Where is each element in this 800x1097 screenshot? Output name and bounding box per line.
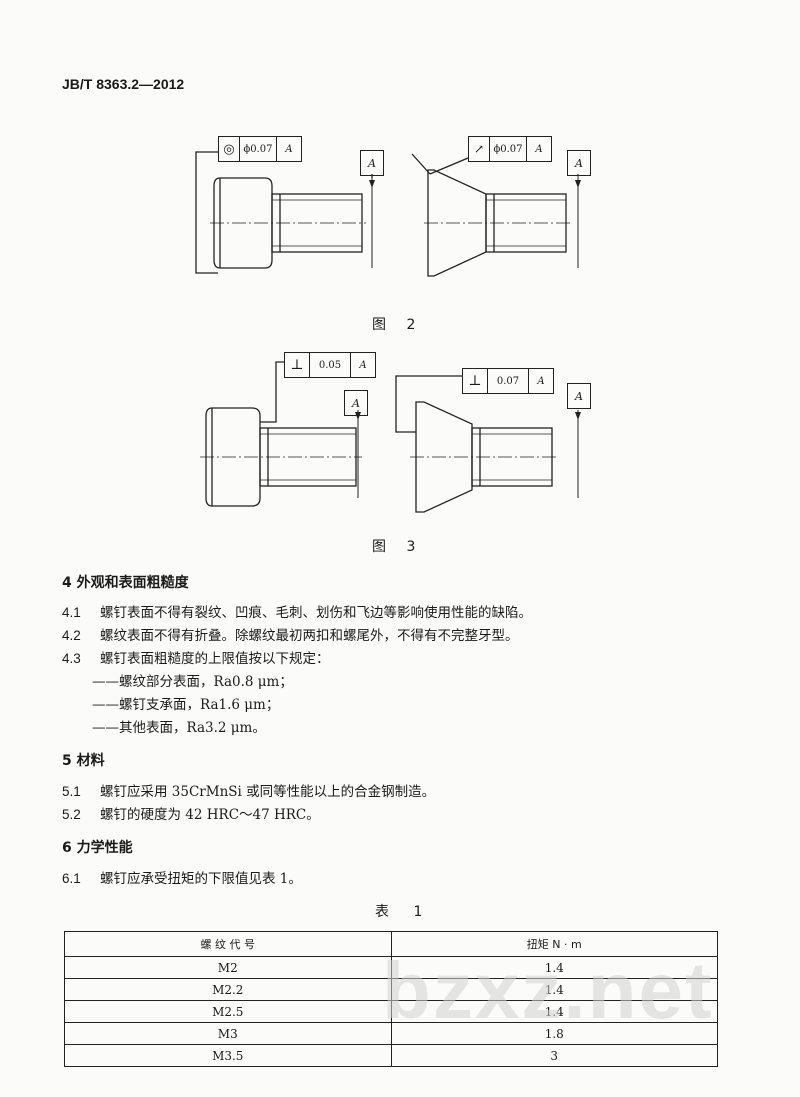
fig3-right-control-frame: ⊥ 0.07 A — [462, 368, 554, 394]
table-cell: 3 — [390, 1044, 718, 1067]
clause-text: 螺钉表面不得有裂纹、凹痕、毛刺、划伤和飞边等影响使用性能的缺陷。 — [100, 605, 532, 621]
table-header-row: 螺 纹 代 号 扭矩 N · m — [64, 931, 718, 957]
clause-number: 5.2 — [62, 807, 81, 822]
clause-number: 5.1 — [62, 784, 81, 799]
table-cell: M2.5 — [64, 1000, 392, 1023]
paragraph-5-2: 5.2 螺钉的硬度为 42 HRC～47 HRC。 — [62, 803, 320, 823]
fig2-left-control-frame: ◎ ϕ0.07 A — [218, 136, 302, 162]
tolerance-value: 0.05 — [310, 353, 351, 377]
paragraph-6-1: 6.1 螺钉应承受扭矩的下限值见表 1。 — [62, 867, 302, 887]
perpendicularity-icon: ⊥ — [463, 369, 488, 393]
column-header: 扭矩 N · m — [390, 931, 718, 957]
list-item: ——螺钉支承面，Ra1.6 μm； — [92, 697, 280, 713]
clause-text: 螺钉应承受扭矩的下限值见表 1。 — [100, 871, 302, 887]
clause-number: 4.2 — [62, 628, 81, 643]
paragraph-4-3: 4.3 螺钉表面粗糙度的上限值按以下规定： — [62, 647, 330, 667]
table-cell: 1.4 — [390, 1000, 718, 1023]
tolerance-value: ϕ0.07 — [240, 137, 277, 161]
table-cell: M3 — [64, 1022, 392, 1045]
column-header: 螺 纹 代 号 — [64, 931, 392, 957]
clause-text: 螺钉的硬度为 42 HRC～47 HRC。 — [100, 807, 320, 823]
table-cell: 1.4 — [390, 956, 718, 979]
fig3-right-datum-box: A — [567, 383, 591, 409]
paragraph-4-2: 4.2 螺纹表面不得有折叠。除螺纹最初两扣和螺尾外，不得有不完整牙型。 — [62, 624, 519, 644]
datum-ref: A — [359, 359, 367, 371]
fig3-left-control-frame: ⊥ 0.05 A — [284, 352, 376, 378]
table-title: 表 1 — [375, 904, 433, 920]
list-item: ——螺纹部分表面，Ra0.8 μm； — [92, 674, 293, 690]
tolerance-value: ϕ0.07 — [490, 137, 527, 161]
fig2-right-control-frame: ↗ ϕ0.07 A — [468, 136, 552, 162]
list-item: ——其他表面，Ra3.2 μm。 — [92, 720, 266, 736]
section-heading: 4 外观和表面粗糙度 — [62, 575, 189, 591]
runout-arrow-icon: ↗ — [469, 137, 490, 161]
clause-text: 螺钉表面粗糙度的上限值按以下规定： — [100, 651, 330, 667]
table-cell: M2.2 — [64, 978, 392, 1001]
fig2-left-datum-box: A — [360, 150, 384, 176]
datum-ref: A — [535, 143, 543, 155]
figure-2-drawing — [195, 151, 581, 277]
table-cell: 1.4 — [390, 978, 718, 1001]
paragraph-5-1: 5.1 螺钉应采用 35CrMnSi 或同等性能以上的合金钢制造。 — [62, 780, 435, 800]
standard-number: JB/T 8363.2—2012 — [62, 76, 185, 92]
table-cell: 1.8 — [390, 1022, 718, 1045]
perpendicularity-icon: ⊥ — [285, 353, 310, 377]
table-cell: M3.5 — [64, 1044, 392, 1067]
concentricity-icon: ◎ — [219, 137, 240, 161]
fig3-left-datum-box: A — [344, 390, 368, 416]
section-heading: 6 力学性能 — [62, 840, 133, 856]
figure-3-drawing — [200, 361, 581, 513]
clause-number: 6.1 — [62, 871, 81, 886]
figure-3-caption: 图 3 — [372, 539, 424, 555]
table-cell: M2 — [64, 956, 392, 979]
tolerance-value: 0.07 — [488, 369, 529, 393]
fig2-right-datum-box: A — [567, 150, 591, 176]
clause-number: 4.3 — [62, 651, 81, 666]
figure-2-caption: 图 2 — [372, 317, 424, 333]
clause-number: 4.1 — [62, 605, 81, 620]
paragraph-4-1: 4.1 螺钉表面不得有裂纹、凹痕、毛刺、划伤和飞边等影响使用性能的缺陷。 — [62, 601, 532, 621]
clause-text: 螺纹表面不得有折叠。除螺纹最初两扣和螺尾外，不得有不完整牙型。 — [100, 628, 519, 644]
datum-ref: A — [537, 375, 545, 387]
clause-text: 螺钉应采用 35CrMnSi 或同等性能以上的合金钢制造。 — [100, 784, 436, 800]
section-heading: 5 材料 — [62, 753, 105, 769]
datum-ref: A — [285, 143, 293, 155]
